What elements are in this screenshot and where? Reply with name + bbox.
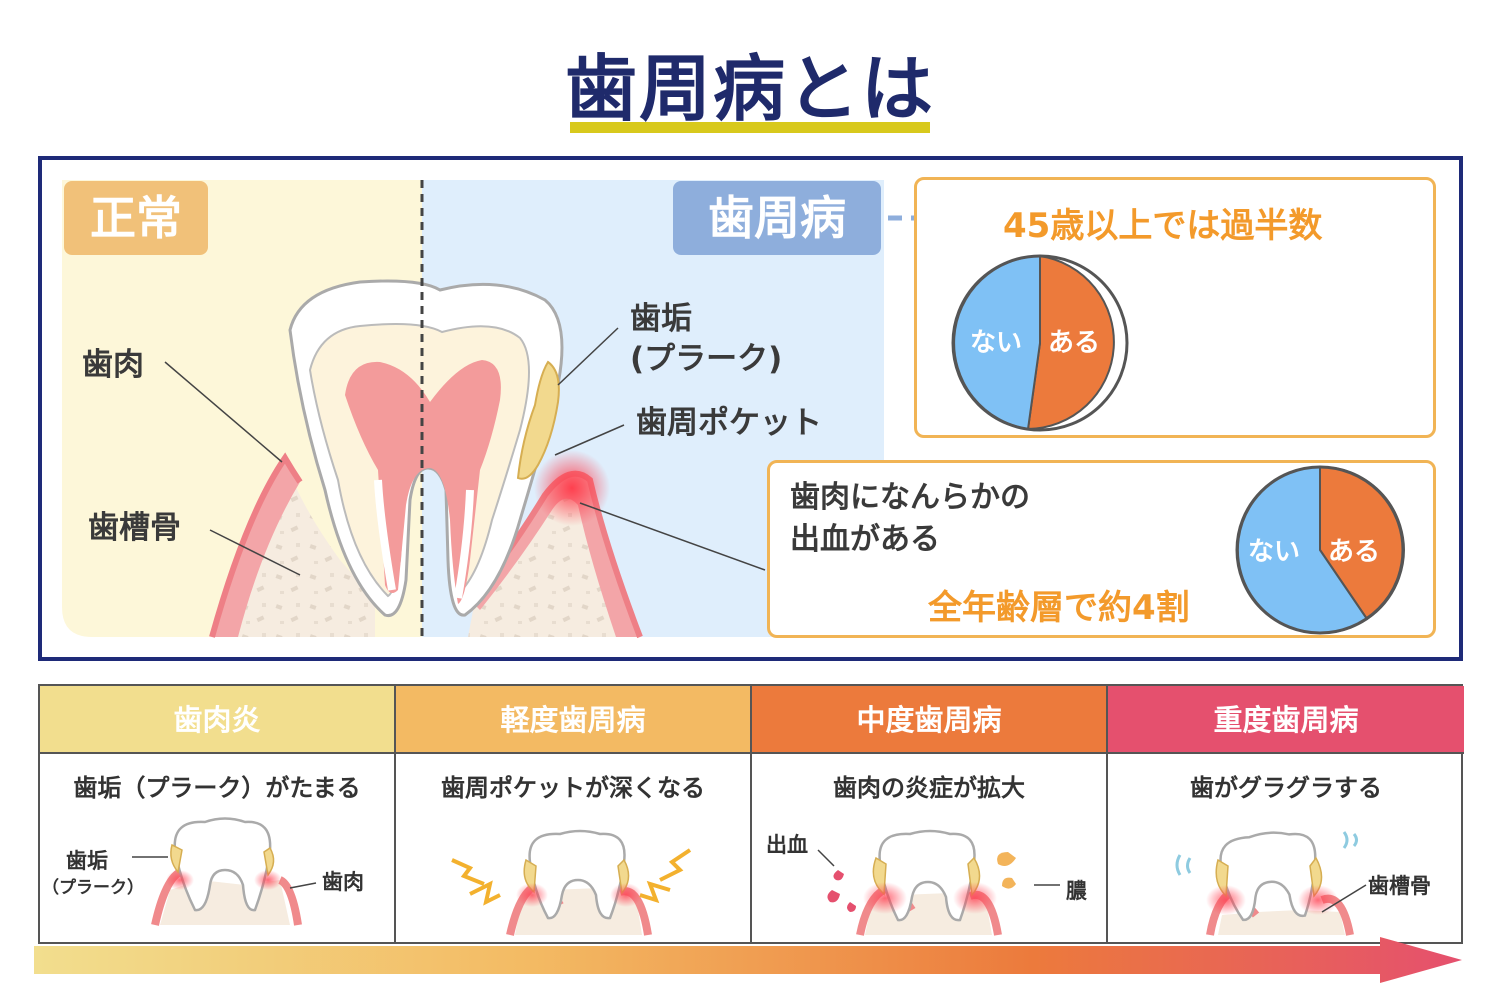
stage-description: 歯肉の炎症が拡大 — [833, 774, 1025, 802]
badge-normal: 正常 — [64, 181, 208, 255]
pie2-label-yes: ある — [1328, 537, 1380, 567]
stat2-line1: 歯肉になんらかの — [790, 480, 1030, 515]
title-underline — [570, 122, 930, 133]
pie-chart-45plus: ない ある — [951, 254, 1129, 432]
stage-title: 歯肉炎 — [40, 686, 394, 754]
pie2-label-no: ない — [1248, 537, 1300, 567]
stat1-headline: 45歳以上では過半数 — [1003, 206, 1323, 246]
stat2-line2: 出血がある — [790, 522, 940, 557]
label-alveolar-bone: 歯槽骨 — [88, 510, 181, 546]
stage1-label-plaque-sub: （プラーク） — [42, 878, 144, 898]
stage4-label-bone: 歯槽骨 — [1368, 874, 1431, 898]
label-plaque: 歯垢 — [630, 301, 692, 337]
stage3-tooth — [817, 829, 1060, 936]
stage-title: 重度歯周病 — [1108, 686, 1464, 754]
stage1-label-gum: 歯肉 — [322, 870, 364, 894]
stat2-highlight: 全年齢層で約4割 — [928, 588, 1190, 628]
pie1-label-yes: ある — [1048, 328, 1100, 358]
stage-description: 歯周ポケットが深くなる — [441, 774, 705, 802]
stage-table: 歯肉炎 歯垢（プラーク）がたまる 軽度歯周病 歯周ポケットが深くなる 中度歯周病… — [38, 684, 1464, 944]
stage-gingivitis: 歯肉炎 歯垢（プラーク）がたまる — [40, 686, 396, 942]
plaque — [516, 360, 560, 480]
label-plaque-sub: (プラーク) — [630, 341, 783, 377]
stage-description: 歯垢（プラーク）がたまる — [73, 774, 361, 802]
stage2-tooth — [451, 829, 692, 936]
stage4-tooth — [1175, 831, 1367, 936]
label-pocket: 歯周ポケット — [636, 405, 822, 441]
stage1-tooth — [132, 817, 317, 926]
stage-mild: 軽度歯周病 歯周ポケットが深くなる — [396, 686, 752, 942]
stage-severe: 重度歯周病 歯がグラグラする — [1108, 686, 1464, 942]
progress-arrow — [34, 937, 1462, 983]
stage-moderate: 中度歯周病 歯肉の炎症が拡大 — [752, 686, 1108, 942]
stage-title: 軽度歯周病 — [396, 686, 750, 754]
alveolar-bone-left — [215, 460, 375, 637]
stage3-label-bleeding: 出血 — [766, 833, 808, 857]
stage3-label-pus: 膿 — [1066, 879, 1087, 903]
label-gum: 歯肉 — [82, 347, 144, 383]
stage1-label-plaque: 歯垢 — [66, 849, 108, 873]
stage-title: 中度歯周病 — [752, 686, 1106, 754]
badge-periodontitis: 歯周病 — [673, 181, 881, 255]
page-title: 歯周病とは — [564, 46, 935, 131]
pie-chart-bleeding: ない ある — [1235, 465, 1405, 635]
stage-description: 歯がグラグラする — [1190, 774, 1382, 802]
pie1-label-no: ない — [970, 328, 1022, 358]
